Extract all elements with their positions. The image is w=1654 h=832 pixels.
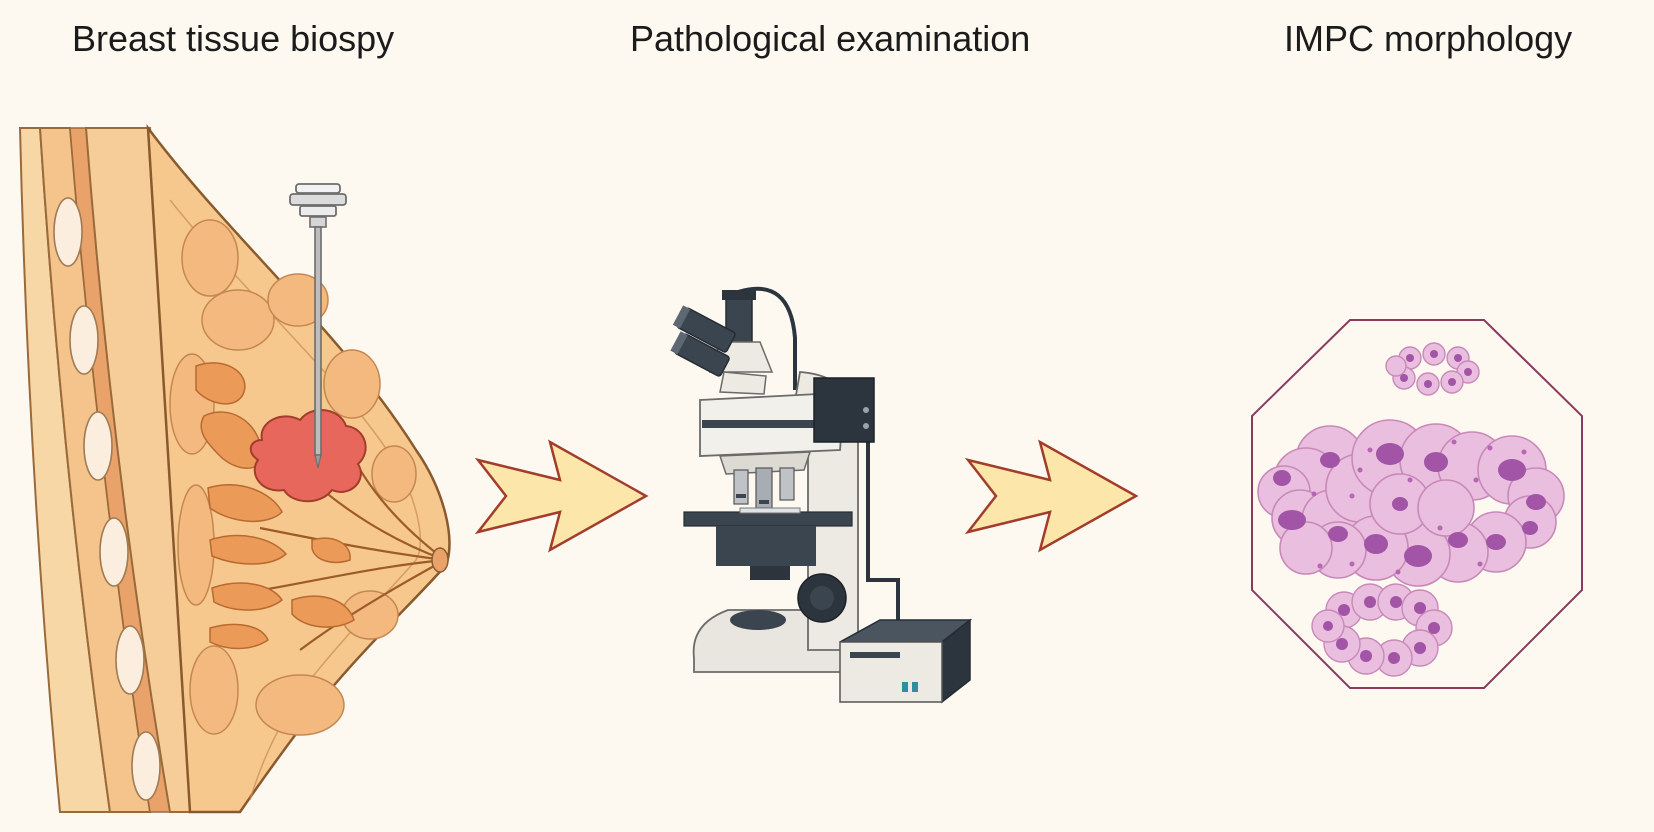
- central-cell-cluster: [1257, 419, 1565, 587]
- cell-cluster-icon: [1251, 319, 1583, 689]
- octagon-frame: [1251, 319, 1583, 689]
- biopsy-needle-icon: [289, 183, 347, 469]
- step-title-examination: Pathological examination: [630, 18, 1031, 59]
- arrow-right-icon: [964, 439, 1139, 553]
- arrow-right-icon: [474, 439, 649, 553]
- step-title-biopsy: Breast tissue biospy: [72, 18, 395, 59]
- step-title-morphology: IMPC morphology: [1284, 18, 1573, 59]
- breast-biopsy-icon: [18, 123, 451, 814]
- lower-cell-ring: [1311, 583, 1453, 677]
- fat-lobules: [169, 219, 417, 736]
- upper-cell-ring: [1385, 342, 1480, 396]
- microscope-icon: [670, 286, 973, 704]
- ribs: [53, 197, 161, 801]
- tumor-mass: [249, 408, 367, 503]
